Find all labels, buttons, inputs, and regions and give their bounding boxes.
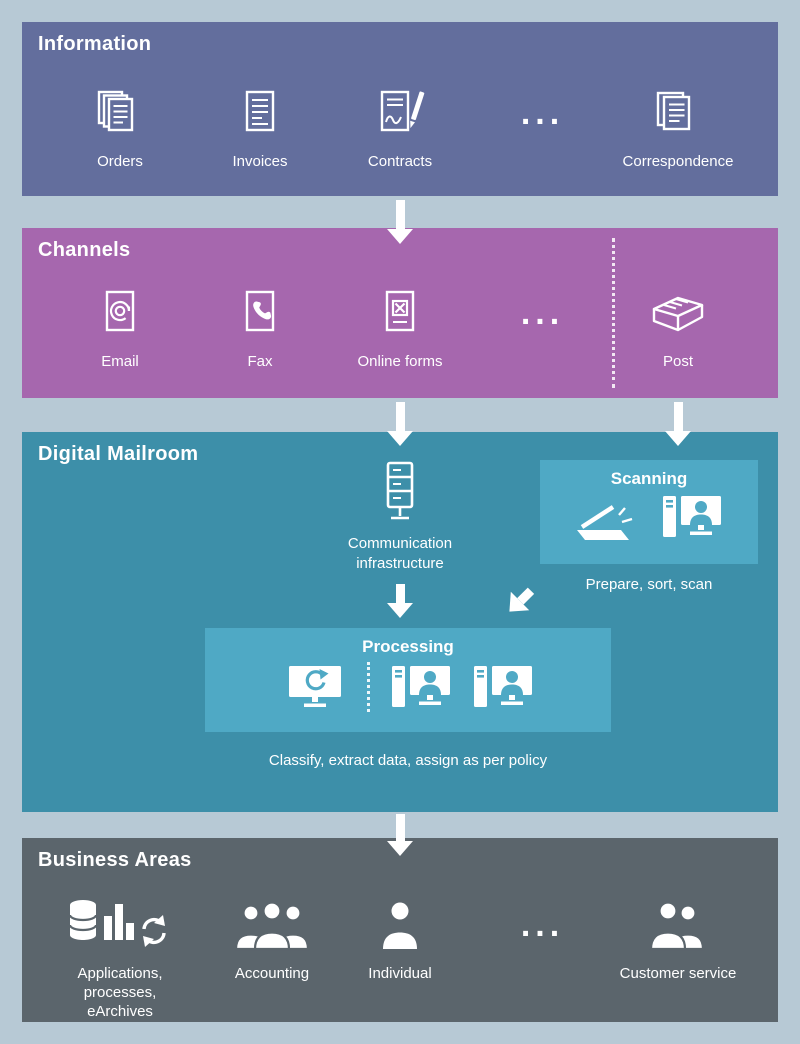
item-individual: Individual [325, 892, 475, 984]
item-orders: Orders [45, 80, 195, 172]
item-label: Individual [368, 965, 432, 982]
arrow-information-to-channels-icon [387, 200, 413, 244]
scanning-caption: Prepare, sort, scan [585, 576, 713, 593]
item-label: Fax [247, 353, 273, 370]
workstation-person-icon [390, 664, 452, 714]
digital-mailroom-band: Digital Mailroom Communication infrastru… [22, 432, 778, 812]
workstation-person-icon [472, 664, 534, 714]
scanner-icon [575, 494, 641, 544]
item-post: Post [603, 280, 753, 372]
monitor-refresh-icon [283, 664, 347, 714]
item-label: Post [662, 353, 693, 370]
scanning-title: Scanning [610, 469, 688, 488]
item-ellipsis-business: ... [465, 892, 615, 958]
item-label: Accounting [234, 965, 310, 982]
item-ellipsis-channels: ... [465, 280, 615, 346]
invoice-document-icon [185, 80, 335, 146]
contract-pen-icon [325, 80, 475, 146]
dotted-divider [366, 662, 370, 712]
item-customer-service: Customer service [603, 892, 753, 984]
processing-caption: Classify, extract data, assign as per po… [268, 752, 548, 769]
arrow-post-to-scanning-icon [665, 402, 691, 446]
item-applications: Applications, processes, eArchives [45, 892, 195, 1021]
dotted-separator [612, 238, 615, 388]
mailroom-band-title: Digital Mailroom [38, 443, 199, 465]
item-label: Invoices [232, 153, 288, 170]
ellipsis-icon: ... [465, 80, 615, 146]
person-icon [325, 892, 475, 958]
channels-band: Channels Email Fax [22, 228, 778, 398]
business-areas-band: Business Areas Applications, proces [22, 838, 778, 1022]
ellipsis-icon: ... [465, 280, 615, 346]
people-group-icon [197, 892, 347, 958]
item-label: Email [101, 353, 139, 370]
arrow-mailroom-to-business-icon [387, 814, 413, 856]
item-invoices: Invoices [185, 80, 335, 172]
channels-band-title: Channels [38, 239, 131, 261]
post-box-icon [603, 280, 753, 346]
fax-phone-document-icon [185, 280, 335, 346]
people-pair-icon [603, 892, 753, 958]
item-email: Email [45, 280, 195, 372]
item-correspondence: Correspondence [603, 80, 753, 172]
ellipsis-text: ... [520, 906, 565, 944]
processing-panel: Processing [205, 628, 611, 732]
ellipsis-text: ... [520, 294, 565, 332]
item-label: Online forms [357, 353, 443, 370]
item-contracts: Contracts [325, 80, 475, 172]
business-band-title: Business Areas [38, 849, 192, 871]
item-online-forms: Online forms [325, 280, 475, 372]
online-form-checkbox-icon [325, 280, 475, 346]
item-label: Applications, processes, eArchives [77, 965, 163, 1020]
processing-title: Processing [362, 637, 454, 656]
correspondence-stack-icon [603, 80, 753, 146]
orders-documents-icon [45, 80, 195, 146]
database-chart-refresh-icon [45, 892, 195, 958]
item-label: Correspondence [622, 153, 734, 170]
item-label: Contracts [367, 153, 433, 170]
server-icon [310, 456, 490, 528]
information-band: Information Orders [22, 22, 778, 196]
ellipsis-icon: ... [465, 892, 615, 958]
infrastructure-label: Communication infrastructure [347, 535, 453, 572]
email-at-document-icon [45, 280, 195, 346]
arrow-channels-to-mailroom-icon [387, 402, 413, 446]
item-label: Customer service [619, 965, 737, 982]
workstation-person-icon [661, 494, 723, 544]
item-accounting: Accounting [197, 892, 347, 984]
ellipsis-text: ... [520, 94, 565, 132]
item-fax: Fax [185, 280, 335, 372]
arrow-infrastructure-to-processing-icon [387, 584, 413, 618]
information-band-title: Information [38, 33, 152, 55]
item-label: Orders [97, 153, 143, 170]
item-ellipsis-information: ... [465, 80, 615, 146]
scanning-panel: Scanning [540, 460, 758, 564]
communication-infrastructure: Communication infrastructure [310, 456, 490, 573]
